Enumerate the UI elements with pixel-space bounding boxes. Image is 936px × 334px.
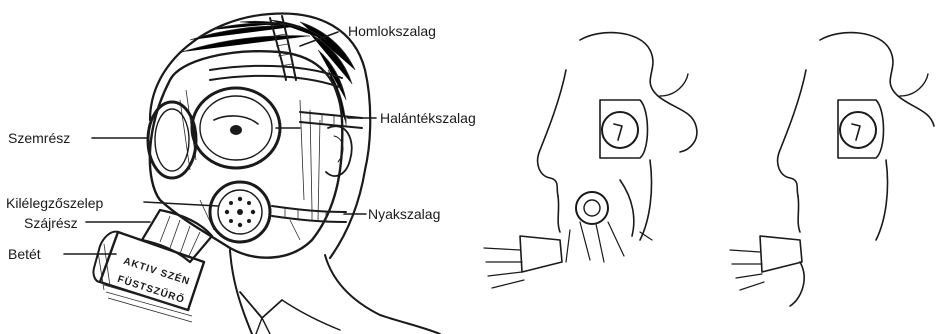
label-cartridge: Betét [8,246,41,262]
label-forehead-strap: Homlokszalag [348,23,436,39]
label-eyepiece: Szemrész [8,130,70,146]
eyepieces [148,88,300,178]
label-mouthpiece: Szájrész [24,215,78,231]
label-neck-strap: Nyakszalag [368,206,440,222]
label-temple-strap: Halántékszalag [380,110,476,126]
exhale-valve-drawing [210,182,270,242]
sketch-exhale [484,33,697,288]
label-exhale-valve: Kilélegzőszelep [6,195,103,211]
sketch-inhale [730,33,934,306]
mask-facepiece [150,51,342,257]
